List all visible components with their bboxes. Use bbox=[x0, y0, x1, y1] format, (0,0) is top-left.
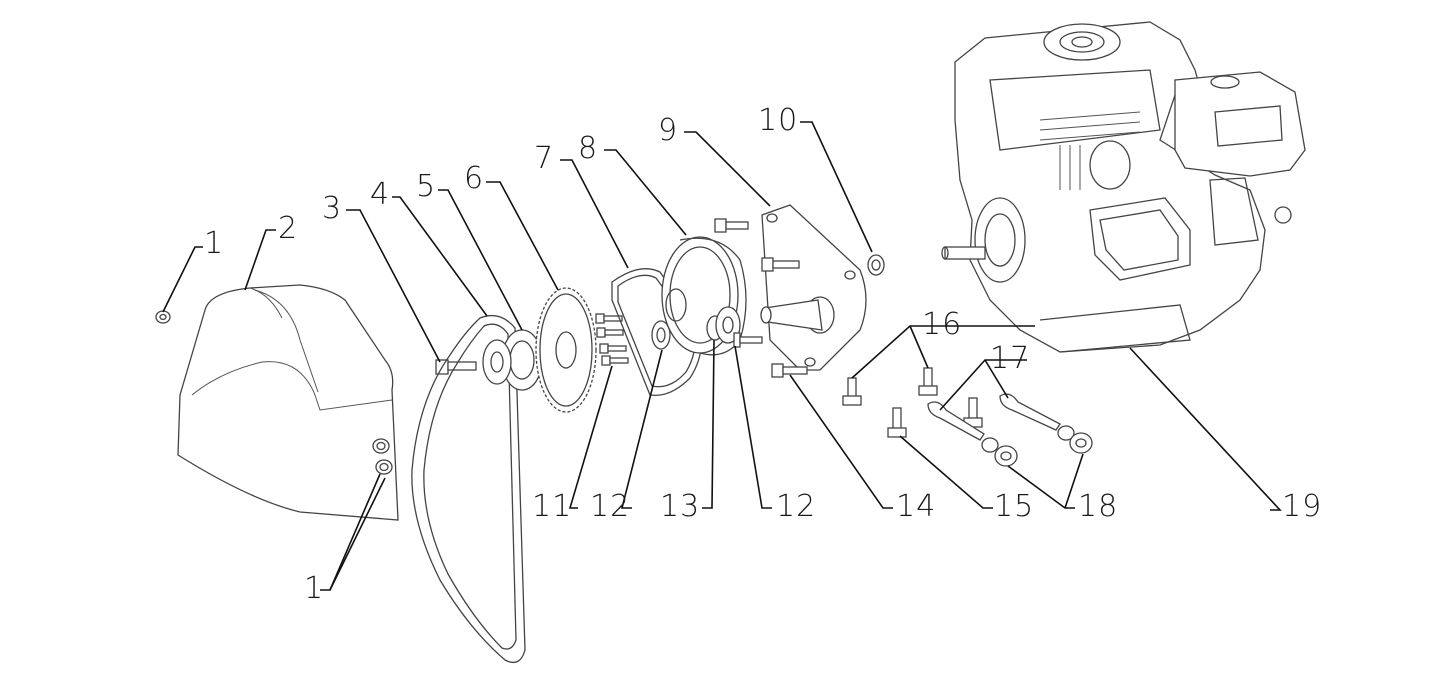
label-part-19: 19 bbox=[1282, 489, 1322, 524]
mounting-plate bbox=[714, 204, 867, 378]
label-part-16: 16 bbox=[922, 307, 962, 342]
tension-bolts-part-17 bbox=[927, 393, 1061, 441]
label-part-3: 3 bbox=[322, 191, 342, 226]
label-part-5: 5 bbox=[416, 169, 436, 204]
label-part-17: 17 bbox=[990, 341, 1030, 376]
label-part-1-top: 1 bbox=[204, 226, 224, 261]
leader-lines bbox=[162, 121, 1282, 591]
small-sprocket bbox=[482, 329, 543, 391]
label-part-8: 8 bbox=[578, 131, 598, 166]
label-part-7: 7 bbox=[534, 141, 554, 176]
label-part-1-bottom: 1 bbox=[304, 571, 324, 606]
label-part-13: 13 bbox=[660, 489, 700, 524]
label-part-6: 6 bbox=[464, 161, 484, 196]
large-sprocket bbox=[535, 287, 597, 413]
spacer-part-13 bbox=[706, 306, 763, 348]
label-part-2: 2 bbox=[278, 211, 298, 246]
label-part-12-right: 12 bbox=[776, 489, 816, 524]
label-part-15: 15 bbox=[994, 489, 1034, 524]
label-part-14: 14 bbox=[896, 489, 936, 524]
belt-guard-cover bbox=[177, 284, 399, 521]
engine bbox=[941, 21, 1306, 353]
label-part-9: 9 bbox=[658, 113, 678, 148]
washer-part-10 bbox=[867, 254, 885, 276]
label-part-18: 18 bbox=[1078, 489, 1118, 524]
nuts-part-18 bbox=[981, 425, 1093, 467]
part-labels: 1 2 3 4 5 6 7 8 9 10 11 12 13 12 14 15 1… bbox=[204, 103, 1322, 606]
label-part-10: 10 bbox=[758, 103, 798, 138]
bolt-set-part-11 bbox=[595, 313, 629, 366]
bushing-part-12 bbox=[651, 320, 671, 350]
label-part-11: 11 bbox=[532, 489, 572, 524]
v-belt bbox=[411, 314, 526, 664]
drive-chain bbox=[611, 268, 702, 397]
label-part-12-left: 12 bbox=[590, 489, 630, 524]
label-part-4: 4 bbox=[370, 177, 390, 212]
nut-part-1 bbox=[155, 310, 171, 324]
